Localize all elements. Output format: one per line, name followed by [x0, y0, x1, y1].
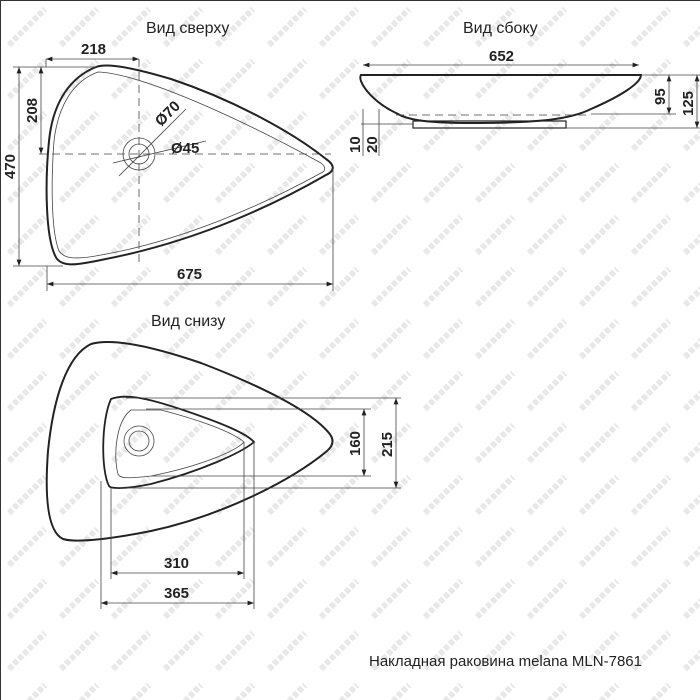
dim-10: 10: [347, 136, 364, 153]
dim-20: 20: [364, 136, 381, 153]
top-view-title: Вид сверху: [146, 20, 229, 37]
side-view: Вид сбоку 652 95 125 10 20: [347, 20, 700, 156]
top-outline: [45, 64, 334, 266]
bottom-view: Вид снизу 160 215 310 365: [45, 313, 401, 609]
dim-365: 365: [164, 585, 189, 602]
dim-d45: Ø45: [171, 140, 199, 157]
dim-470: 470: [2, 154, 19, 179]
dim-675: 675: [177, 266, 202, 283]
side-outline: [359, 74, 643, 125]
dim-652: 652: [489, 48, 514, 65]
dim-125: 125: [680, 91, 697, 116]
bottom-outline: [45, 341, 334, 542]
dim-310: 310: [164, 555, 189, 572]
dim-160: 160: [347, 431, 364, 456]
dim-218: 218: [81, 41, 106, 58]
bottom-view-title: Вид снизу: [151, 313, 225, 330]
side-view-title: Вид сбоку: [463, 20, 538, 37]
caption: Накладная раковина melana MLN-7861: [369, 653, 642, 670]
dim-208: 208: [24, 98, 41, 123]
top-view: Вид сверху 218 208 470 675 Ø70 Ø45: [2, 20, 334, 291]
bottom-drain-hole: [128, 430, 150, 452]
bottom-drain-ring: [123, 425, 155, 457]
dim-95: 95: [652, 88, 669, 105]
dim-215: 215: [379, 432, 396, 457]
